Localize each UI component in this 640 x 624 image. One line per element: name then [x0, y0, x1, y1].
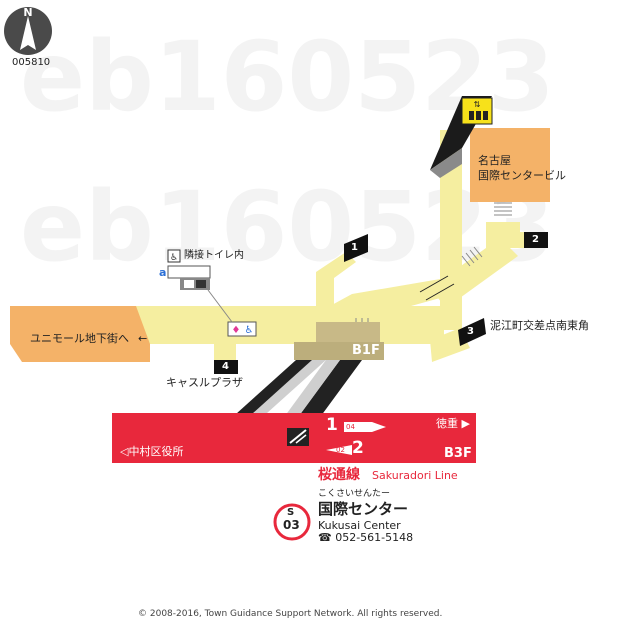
elevator-icon: ⇅: [461, 97, 493, 125]
compass-letter: N: [23, 6, 32, 19]
station-name-jp: 国際センター: [318, 500, 409, 518]
exit-4-label: 4: [222, 361, 229, 372]
track1-arrow: [344, 422, 386, 432]
track-1-sub: 04: [346, 423, 355, 431]
track-2-sub: 02: [336, 446, 345, 454]
line-name-jp: 桜通線: [318, 467, 360, 483]
exit-3-marker: [458, 318, 486, 346]
direction-west: ◁中村区役所: [120, 445, 184, 458]
track-2-number: 2: [352, 438, 364, 458]
mall-arrow-icon: ←: [138, 332, 148, 345]
svg-text:⇅: ⇅: [474, 100, 481, 109]
exit-4-marker: [214, 360, 238, 374]
floor-b1f: B1F: [352, 343, 380, 358]
exit-2-label: 2: [532, 234, 539, 245]
escalator-rail-lines: [419, 275, 455, 301]
compass-icon: N: [4, 6, 52, 55]
exit-3-label: 3: [467, 326, 474, 337]
direction-east: 徳重 ▶: [436, 417, 470, 430]
exit-3-destination: 泥江町交差点南東角: [490, 319, 589, 332]
track-1-number: 1: [326, 415, 338, 435]
map-id: 005810: [12, 57, 51, 68]
station-code-number: 03: [283, 518, 300, 532]
mall-block: [10, 306, 150, 362]
station-code-letter: S: [287, 507, 295, 518]
copyright: © 2008-2016, Town Guidance Support Netwo…: [138, 609, 443, 619]
line-name-en: Sakuradori Line: [372, 469, 458, 482]
exit-4-destination: キャスルプラザ: [166, 376, 243, 389]
escalator-icon: [287, 428, 309, 446]
svg-text:♦: ♦: [232, 325, 241, 336]
station-phone: ☎ 052-561-5148: [318, 531, 414, 544]
facility-icons: [167, 265, 211, 290]
track2-arrow: [326, 445, 352, 455]
station-code-badge: [273, 503, 311, 541]
floor-b3f: B3F: [444, 446, 472, 461]
accessible-toilet-icon: ♦ ♿: [227, 321, 257, 337]
exit-1-label: 1: [351, 242, 358, 253]
toilet-icon: ♿: [167, 249, 181, 263]
building-name-line2: 国際センタービル: [478, 169, 566, 182]
toilet-label: 隣接トイレ内: [184, 250, 244, 261]
svg-text:♿: ♿: [170, 253, 178, 263]
station-name-kana: こくさいせんたー: [318, 489, 391, 499]
wheelchair-icon: ♿: [245, 325, 254, 336]
station-name-en: Kukusai Center: [318, 519, 401, 532]
exit-1-marker: [344, 234, 368, 262]
building-block: [470, 128, 550, 202]
facility-marker: a: [159, 266, 167, 279]
mall-label: ユニモール地下街へ: [30, 332, 129, 345]
building-name-line1: 名古屋: [478, 154, 511, 167]
exit-2-marker: [524, 232, 548, 248]
